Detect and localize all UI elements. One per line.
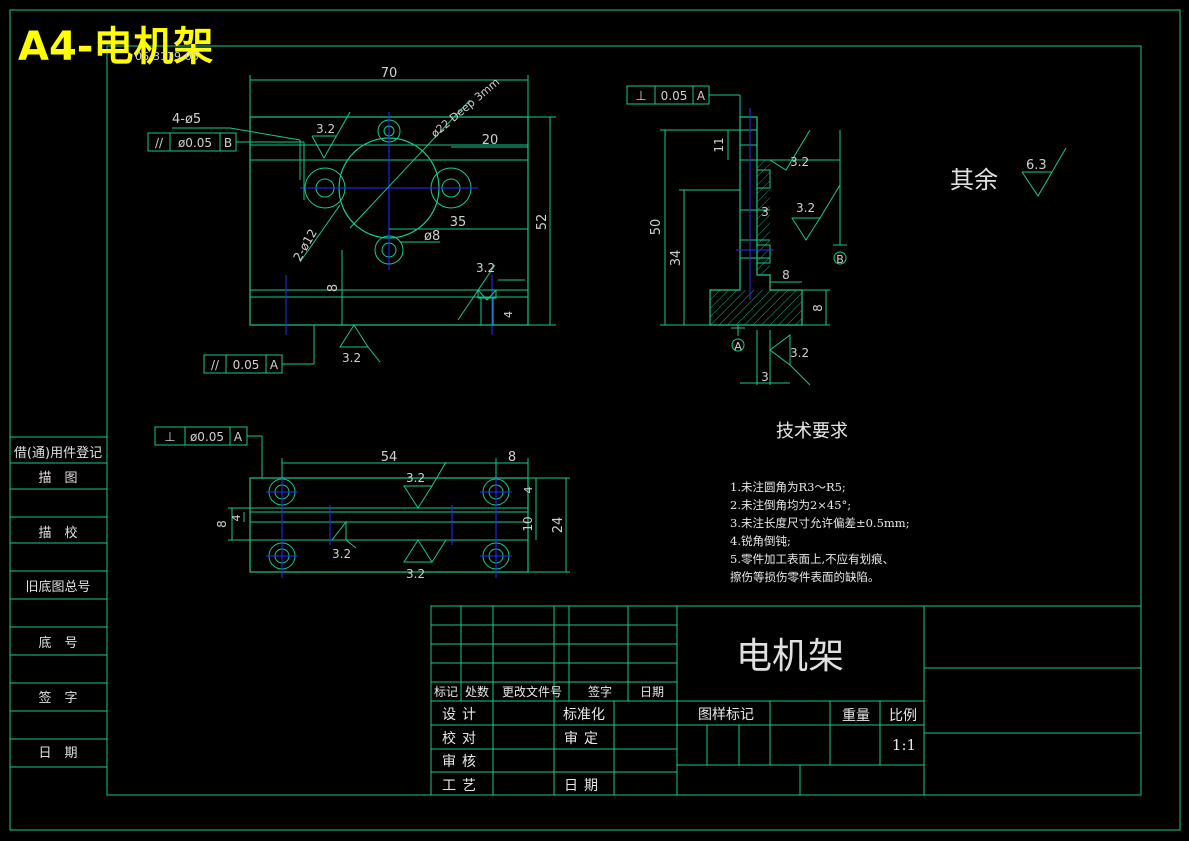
svg-text:校对: 校对 (442, 730, 482, 747)
svg-text:5.零件加工表面上,不应有划痕、: 5.零件加工表面上,不应有划痕、 (730, 552, 894, 566)
svg-text:ø0.05: ø0.05 (190, 430, 224, 444)
svg-text:B: B (224, 136, 232, 150)
label-trace: 描 图 (38, 471, 77, 486)
technical-requirements: 技术要求 1.未注圆角为R3～R5; 2.未注倒角均为2×45°; 3.未注长度… (730, 421, 910, 584)
svg-text:34: 34 (669, 250, 684, 267)
svg-text:2.未注倒角均为2×45°;: 2.未注倒角均为2×45°; (730, 498, 851, 512)
svg-text:8: 8 (508, 450, 516, 465)
tol-frame-parallel-a: // 0.05 A (203, 325, 315, 374)
tol-frame-perp-top: ⊥ ø0.05 A (154, 426, 263, 478)
svg-text:3: 3 (761, 370, 769, 384)
svg-text:3.2: 3.2 (790, 346, 809, 360)
svg-text:A: A (270, 358, 279, 372)
label-trace-check: 描 校 (38, 525, 77, 541)
svg-text:ø0.05: ø0.05 (178, 136, 212, 150)
svg-text:3.未注长度尺寸允许偏差±0.5mm;: 3.未注长度尺寸允许偏差±0.5mm; (730, 516, 910, 530)
inner-frame (106, 45, 1142, 796)
svg-text:8: 8 (215, 520, 229, 528)
svg-text:70: 70 (381, 66, 398, 81)
svg-text:A: A (234, 430, 243, 444)
label-registration: 借(通)用件登记 (14, 446, 102, 461)
svg-text:50: 50 (649, 219, 664, 236)
svg-text:24: 24 (551, 517, 566, 534)
svg-text:⊥: ⊥ (635, 89, 646, 104)
general-roughness: 其余 6.3 (950, 147, 1067, 197)
svg-text:⊥: ⊥ (164, 430, 175, 445)
svg-text:3.2: 3.2 (476, 261, 495, 275)
part-name: 电机架 (736, 636, 844, 677)
svg-text:技术要求: 技术要求 (776, 421, 848, 442)
svg-text:1.未注圆角为R3～R5;: 1.未注圆角为R3～R5; (730, 480, 846, 494)
svg-text:4: 4 (502, 311, 515, 318)
svg-text:审定: 审定 (564, 731, 604, 747)
outer-frame (9, 9, 1181, 831)
svg-text:4.锐角倒钝;: 4.锐角倒钝; (730, 534, 791, 548)
svg-text:52: 52 (535, 214, 550, 231)
svg-text:ø22 Deep 3mm: ø22 Deep 3mm (429, 76, 503, 141)
svg-text:8: 8 (326, 284, 341, 292)
svg-text:3.2: 3.2 (796, 201, 815, 215)
svg-text:擦伤等损伤零件表面的缺陷。: 擦伤等损伤零件表面的缺陷。 (730, 570, 880, 584)
svg-text://: // (155, 136, 164, 150)
svg-text:更改文件号: 更改文件号 (502, 684, 562, 699)
svg-text:A: A (697, 89, 706, 103)
front-view: 70 52 20 35 ø22 Deep 3mm 2-ø12 ø8 8 4-ø5… (147, 66, 556, 374)
svg-text:4: 4 (230, 515, 243, 522)
svg-text:3.2: 3.2 (342, 351, 361, 365)
svg-text:3.2: 3.2 (406, 471, 425, 485)
svg-text:签字: 签字 (588, 684, 612, 699)
svg-text:处数: 处数 (465, 684, 489, 699)
label-old-number: 旧底图总号 (25, 579, 90, 595)
svg-text:8: 8 (782, 268, 790, 282)
svg-text:4: 4 (522, 487, 535, 494)
sheet-title: A4-电机架 (18, 24, 213, 70)
svg-text:标记: 标记 (434, 685, 458, 699)
svg-text:A: A (734, 340, 742, 353)
svg-text:设计: 设计 (442, 707, 482, 723)
svg-text:B: B (836, 253, 844, 266)
svg-text:35: 35 (450, 215, 467, 230)
svg-text:10: 10 (521, 516, 535, 531)
svg-text:审核: 审核 (442, 754, 482, 770)
svg-text:54: 54 (381, 450, 398, 465)
svg-text:20: 20 (482, 133, 499, 148)
svg-text:标准化: 标准化 (563, 707, 605, 723)
svg-text:3: 3 (761, 205, 769, 219)
svg-text:2-ø12: 2-ø12 (290, 227, 319, 264)
svg-text:日期: 日期 (564, 778, 604, 794)
svg-text:其余: 其余 (950, 166, 998, 194)
side-view: ⊥ 0.05 A 11 50 34 3 8 8 3 (626, 85, 847, 386)
svg-text://: // (211, 358, 220, 372)
drawing-code: 06-3179-05 (135, 50, 199, 63)
title-block: 标记 处数 更改文件号 签字 日期 设计 校对 审核 工艺 标准化 审定 日期 … (430, 605, 1142, 796)
svg-text:日期: 日期 (640, 685, 664, 699)
registration-column: 借(通)用件登记 描 图 描 校 旧底图总号 底 号 签 字 日 期 (10, 436, 107, 768)
svg-text:0.05: 0.05 (661, 89, 688, 103)
label-base-number: 底 号 (38, 635, 77, 651)
svg-text:图样标记: 图样标记 (698, 707, 754, 723)
svg-text:4-ø5: 4-ø5 (172, 112, 201, 127)
label-signature: 签 字 (38, 690, 77, 706)
svg-text:工艺: 工艺 (442, 778, 482, 794)
svg-text:3.2: 3.2 (316, 122, 335, 136)
svg-text:6.3: 6.3 (1026, 158, 1047, 173)
svg-text:3.2: 3.2 (332, 547, 351, 561)
svg-text:3.2: 3.2 (790, 155, 809, 169)
svg-text:比例: 比例 (889, 708, 917, 724)
svg-text:3.2: 3.2 (406, 567, 425, 581)
top-view: ⊥ ø0.05 A 54 8 8 4 24 10 4 3.2 (154, 426, 570, 581)
svg-text:重量: 重量 (842, 708, 870, 724)
tol-frame-perp-side: ⊥ 0.05 A (626, 85, 741, 117)
svg-text:0.05: 0.05 (233, 358, 260, 372)
svg-text:1:1: 1:1 (892, 736, 916, 754)
tol-frame-parallel-b: // ø0.05 B (147, 132, 305, 200)
svg-text:11: 11 (712, 137, 726, 152)
svg-text:ø8: ø8 (424, 229, 440, 244)
svg-text:8: 8 (811, 304, 825, 312)
label-date: 日 期 (38, 746, 77, 761)
